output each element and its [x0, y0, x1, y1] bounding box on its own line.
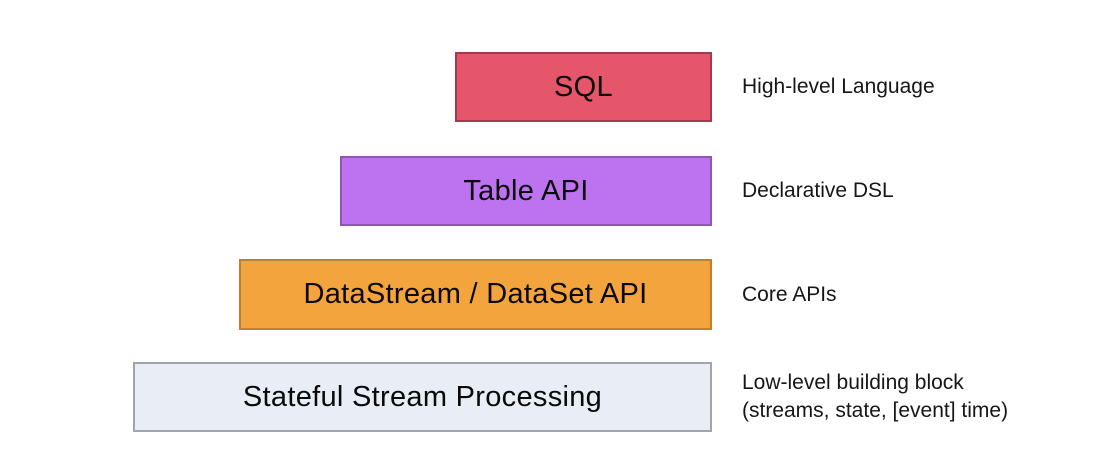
layer-label-stateful-stream-processing: Stateful Stream Processing — [242, 380, 603, 413]
layer-annotation-stateful-stream-processing: Low-level building block (streams, state… — [742, 371, 1009, 422]
layer-annotation-sql: High-level Language — [742, 75, 935, 98]
layer-annotation-table-api: Declarative DSL — [742, 179, 894, 202]
layer-box-table-api: Table API — [340, 156, 712, 226]
layer-label-table-api: Table API — [463, 174, 589, 207]
layer-box-stateful-stream-processing: Stateful Stream Processing — [133, 362, 712, 432]
layer-box-datastream-dataset-api: DataStream / DataSet API — [239, 259, 712, 330]
layer-label-sql: SQL — [554, 70, 613, 103]
layer-label-datastream-dataset-api: DataStream / DataSet API — [303, 278, 648, 310]
layer-annotation-datastream-dataset-api: Core APIs — [742, 282, 837, 306]
layer-box-sql: SQL — [455, 52, 712, 122]
